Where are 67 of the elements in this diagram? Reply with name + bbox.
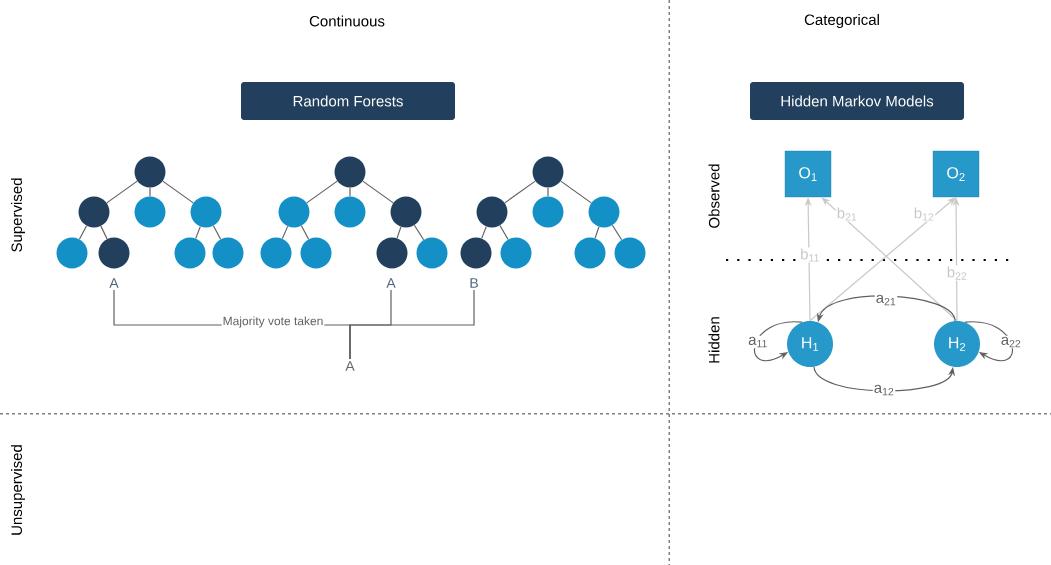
title-box: Random Forests [241, 82, 455, 120]
tree-node [134, 156, 166, 188]
edge-label: a$_{12}$ [872, 383, 896, 397]
tree-node [614, 237, 646, 269]
tree-node [376, 237, 408, 269]
tree-branch [349, 187, 351, 197]
observed-state-box: O$_{2}$ [932, 150, 980, 198]
edge-label: a$_{11}$ [747, 335, 769, 349]
tree-branch [78, 225, 88, 240]
tree-branch [212, 225, 222, 240]
row-heading: Unsupervised [11, 445, 25, 535]
tree-node [588, 196, 620, 228]
tree-branch [499, 224, 509, 241]
row-heading: Hidden [708, 317, 720, 363]
tree-node [260, 237, 292, 269]
tree-branch [106, 180, 138, 204]
arrow [964, 321, 1013, 362]
tree-node [190, 196, 222, 228]
vote-label: A [109, 278, 119, 288]
tree-node [416, 237, 448, 269]
result-label: A [345, 361, 355, 371]
edge-label: Majority vote taken [221, 315, 325, 329]
tree-node [500, 237, 532, 269]
tree-branch [481, 226, 487, 239]
tree-branch [413, 224, 425, 241]
tree-node [300, 237, 332, 269]
observed-state-box: O$_{1}$ [784, 150, 832, 198]
tree-branch [611, 224, 623, 241]
tree-node [56, 237, 88, 269]
tree-node [98, 237, 130, 269]
tree-node [460, 237, 492, 269]
tree-branch [504, 180, 536, 204]
tree-node [574, 237, 606, 269]
tree-branch [300, 225, 310, 240]
tree-node [334, 156, 366, 188]
tree-branch [560, 180, 592, 204]
row-heading: Supervised [11, 178, 25, 252]
tree-branch [281, 225, 289, 240]
tree-branch [396, 226, 402, 239]
tree-branch [547, 187, 549, 197]
arrow [754, 321, 803, 362]
row-heading: Observed [708, 164, 720, 228]
tree-node [390, 196, 422, 228]
tree-branch [306, 180, 338, 204]
edge-label: a$_{21}$ [874, 293, 898, 307]
connector-line [349, 289, 475, 360]
tree-branch [162, 180, 194, 204]
tree-node [532, 196, 564, 228]
tree-branch [594, 226, 600, 239]
tree-branch [149, 187, 151, 197]
tree-node [78, 196, 110, 228]
tree-node [334, 196, 366, 228]
edge-label: a$_{22}$ [999, 335, 1023, 349]
tree-branch [100, 225, 108, 240]
tree-node [476, 196, 508, 228]
vote-label: A [386, 278, 396, 288]
tree-branch [195, 226, 201, 239]
tree-node [134, 196, 166, 228]
tree-branch [362, 180, 394, 204]
tree-node [278, 196, 310, 228]
tree-node [212, 237, 244, 269]
vote-label: B [470, 278, 478, 288]
column-heading: Continuous [309, 15, 385, 27]
tree-node [174, 237, 206, 269]
tree-node [532, 156, 564, 188]
title-box: Hidden Markov Models [750, 82, 964, 120]
column-heading: Categorical [804, 14, 879, 28]
